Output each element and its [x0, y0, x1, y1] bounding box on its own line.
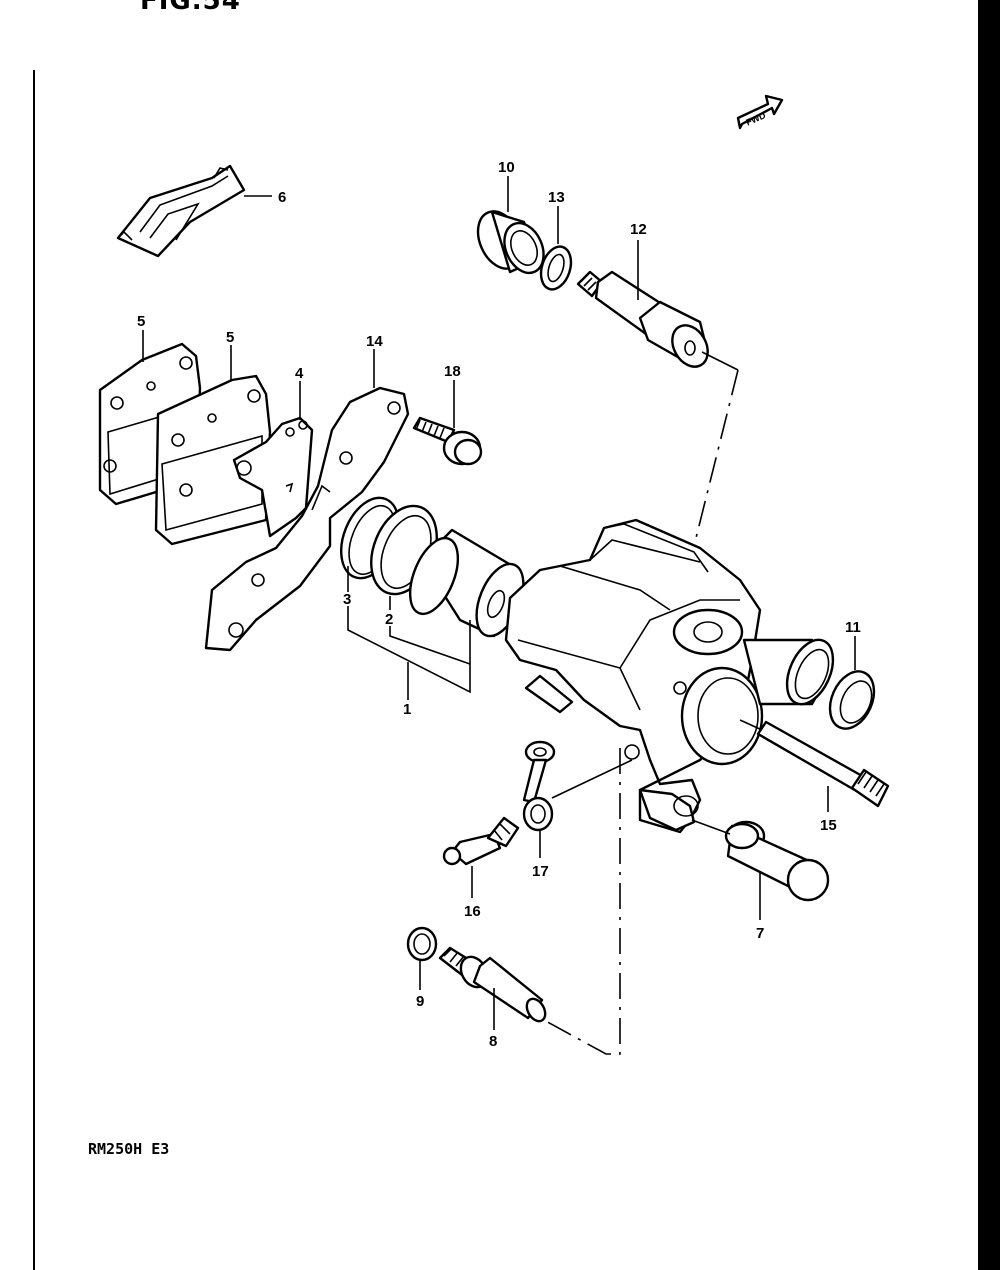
- callout-11: 11: [845, 619, 861, 636]
- bleeder-cap-part-17: [522, 740, 556, 832]
- forward-arrow-icon: FWD: [736, 94, 784, 130]
- pad-pin-part-15: [756, 720, 890, 808]
- callout-10: 10: [498, 159, 515, 176]
- callout-1: 1: [403, 701, 411, 718]
- washer-part-9: [406, 926, 438, 962]
- leader-lines: [142, 176, 856, 1055]
- figure-title: FIG.54: [140, 0, 241, 16]
- pad-spring-part-6: [116, 164, 246, 258]
- slide-pin-part-12: [576, 270, 709, 368]
- callout-16: 16: [464, 903, 481, 920]
- callout-14: 14: [366, 333, 383, 350]
- boot-part-10: [476, 210, 545, 275]
- callout-17: 17: [532, 863, 549, 880]
- binding-margin-line: [33, 70, 35, 1270]
- callout-12: 12: [630, 221, 647, 238]
- callout-4: 4: [295, 365, 304, 382]
- callout-2: 2: [385, 611, 393, 628]
- callout-labels: 1 2 3 4 5 5 6 7 8 9 10 11 12 13 14 15 16…: [137, 159, 861, 1050]
- bleeder-valve-part-16: [442, 816, 520, 866]
- callout-18: 18: [444, 363, 461, 380]
- callout-5a: 5: [137, 313, 145, 330]
- bolt-part-18: [412, 416, 483, 466]
- model-label: RM250H E3: [88, 1140, 170, 1158]
- callout-7: 7: [756, 925, 764, 942]
- callout-6: 6: [278, 189, 286, 206]
- callout-13: 13: [548, 189, 565, 206]
- caliper-body: [504, 518, 835, 834]
- caliper-bracket-part-14: [204, 386, 410, 652]
- callout-15: 15: [820, 817, 837, 834]
- brake-pad-part-5b: [154, 374, 272, 546]
- scan-edge-bar: [978, 0, 1000, 1270]
- slide-pin-part-7: [724, 820, 830, 902]
- callout-5b: 5: [226, 329, 234, 346]
- callout-8: 8: [489, 1033, 497, 1050]
- callout-9: 9: [416, 993, 424, 1010]
- slide-pin-part-8: [438, 946, 547, 1023]
- boot-part-11: [828, 670, 876, 730]
- callout-3: 3: [343, 591, 351, 608]
- washer-part-13: [539, 245, 573, 291]
